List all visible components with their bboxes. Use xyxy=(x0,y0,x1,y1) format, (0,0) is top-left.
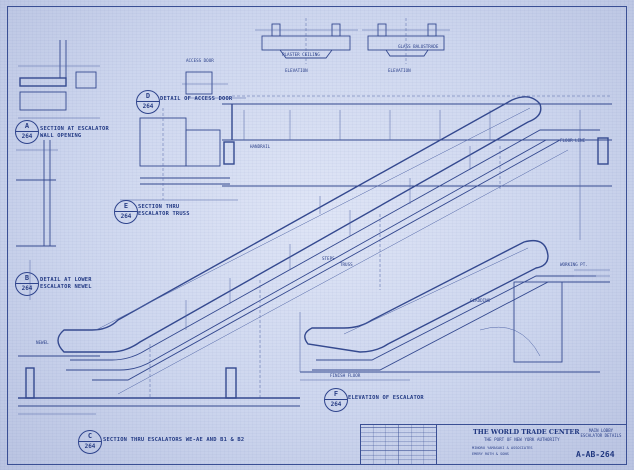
view-bubble-f: F 264 xyxy=(324,388,348,412)
caption-e-line1: SECTION THRU xyxy=(138,204,180,210)
caption-a-line2: WALL OPENING xyxy=(40,133,82,139)
second-escalator xyxy=(304,239,610,371)
bubble-sheet: 264 xyxy=(21,133,33,140)
bubble-letter: A xyxy=(24,122,30,130)
caption-e-line2: ESCALATOR TRUSS xyxy=(138,211,190,217)
note-glass: GLASS BALUSTRADE xyxy=(398,44,439,49)
dimension-lines xyxy=(29,110,610,372)
caption-a-line1: SECTION AT ESCALATOR xyxy=(40,126,109,132)
detail-b-lower-newel xyxy=(16,140,58,247)
note-elevation-2: ELEVATION xyxy=(388,68,411,73)
bubble-letter: C xyxy=(87,432,93,440)
sheet-name: MAIN LOBBY ESCALATOR DETAILS xyxy=(580,428,622,438)
sheet-name-line1: MAIN LOBBY xyxy=(588,428,614,433)
note-access: ACCESS DOOR xyxy=(186,58,214,63)
lower-floor-structure xyxy=(18,355,600,415)
note-working-pt: WORKING PT. xyxy=(560,262,588,267)
detail-a-wall-opening xyxy=(18,40,100,119)
note-finish: FINISH FLOOR xyxy=(330,373,361,378)
note-handrail: HANDRAIL xyxy=(250,144,271,149)
title-block xyxy=(436,424,626,464)
note-plaster: PLASTER CEILING xyxy=(282,52,320,57)
sheet-border xyxy=(7,6,627,465)
revision-table xyxy=(360,424,437,464)
view-bubble-c: C 264 xyxy=(78,430,102,454)
bubble-letter: E xyxy=(123,202,129,210)
project-title: THE WORLD TRADE CENTER xyxy=(473,428,580,436)
main-escalator xyxy=(57,96,612,398)
note-steps: STEPS xyxy=(322,256,335,261)
note-newel: NEWEL xyxy=(36,340,49,345)
sheet-name-line2: ESCALATOR DETAILS xyxy=(580,433,622,438)
bubble-sheet: 264 xyxy=(142,103,154,110)
caption-b-line2: ESCALATOR NEWEL xyxy=(40,284,92,290)
sheet-number: A-AB-264 xyxy=(576,450,615,459)
detail-e-truss-section xyxy=(120,108,238,201)
view-bubble-d: D 264 xyxy=(136,90,160,114)
bubble-sheet: 264 xyxy=(120,213,132,220)
caption-d: DETAIL OF ACCESS DOOR xyxy=(160,96,233,102)
bubble-letter: F xyxy=(333,390,339,398)
caption-b-line1: DETAIL AT LOWER xyxy=(40,277,92,283)
caption-c: SECTION THRU ESCALATORS WE-AE AND B1 & B… xyxy=(103,437,245,443)
view-bubble-a: A 264 xyxy=(15,120,39,144)
bubble-letter: B xyxy=(24,274,30,282)
view-bubble-b: B 264 xyxy=(15,272,39,296)
architect-2: EMERY ROTH & SONS xyxy=(472,452,509,456)
bubble-sheet: 264 xyxy=(330,401,342,408)
note-cladding: CLADDING xyxy=(470,298,491,303)
note-elevation-1: ELEVATION xyxy=(285,68,308,73)
note-floor: FLOOR LINE xyxy=(560,138,586,143)
caption-f: ELEVATION OF ESCALATOR xyxy=(348,395,424,401)
note-truss: TRUSS xyxy=(340,262,353,267)
architect-1: MINORU YAMASAKI & ASSOCIATES xyxy=(472,446,533,450)
top-elevation-detail-1 xyxy=(255,18,358,64)
upper-floor-structure xyxy=(222,95,612,187)
bubble-sheet: 264 xyxy=(84,443,96,450)
top-elevation-detail-2 xyxy=(362,18,450,64)
view-bubble-e: E 264 xyxy=(114,200,138,224)
bubble-sheet: 264 xyxy=(21,285,33,292)
owner-name: THE PORT OF NEW YORK AUTHORITY xyxy=(484,437,560,442)
bubble-letter: D xyxy=(145,92,151,100)
detail-d-access-door xyxy=(182,71,246,99)
